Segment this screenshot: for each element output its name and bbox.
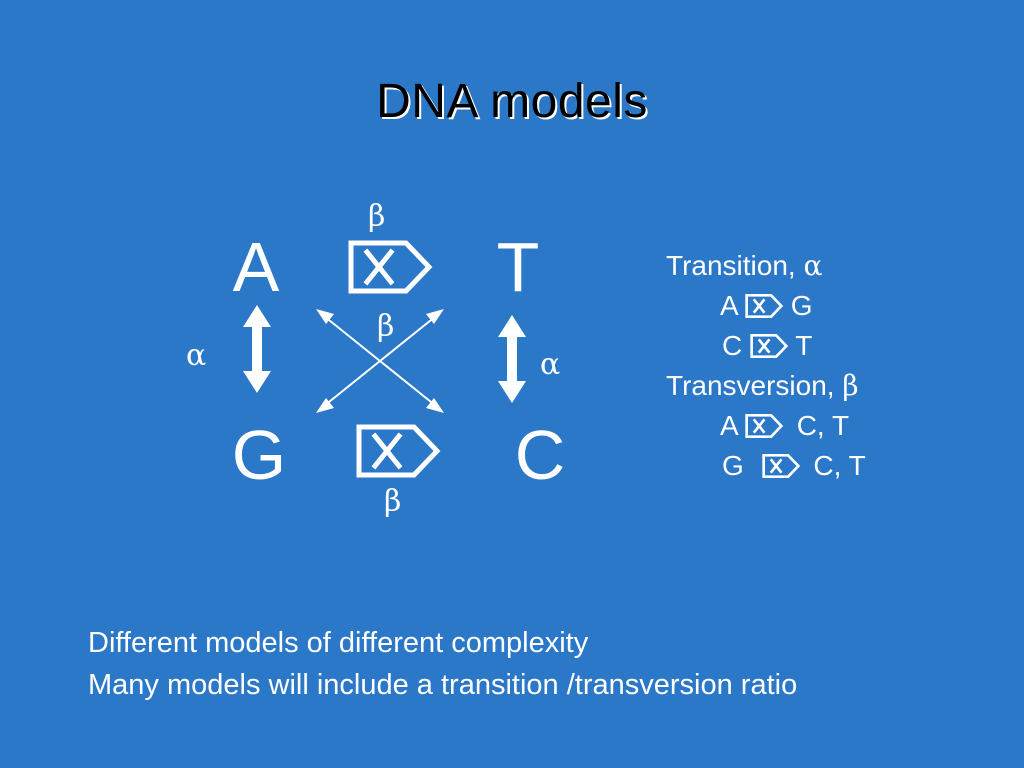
transversion-row: A C, T [666,406,1006,446]
transition-row: C T [666,326,1006,366]
bottom-line-2: Many models will include a transition /t… [88,669,798,701]
transition-row: A G [666,286,1006,326]
slide-title: DNA models [376,75,648,128]
transition-label: Transition, [666,250,796,281]
cross-arrows-icon [316,309,444,413]
transition-heading: Transition, α [666,246,1006,286]
double-arrow-icon [498,315,526,403]
row-to: G [790,290,813,321]
substitution-symbol-icon [356,424,441,478]
row-to: T [795,330,813,361]
alpha-label-left: α [186,338,207,373]
row-from: A [720,290,738,321]
nucleotide-t: T [496,228,540,306]
transversion-row: G C, T [666,446,1006,486]
row-from: G [722,450,744,481]
bottom-line-1: Different models of different complexity [88,627,589,659]
nucleotide-c: C [514,416,566,494]
substitution-symbol-icon [761,454,800,478]
substitution-symbol-icon [750,334,789,358]
beta-label-center: β [377,309,395,344]
alpha-label-right: α [540,347,561,382]
beta-label-top: β [368,199,386,234]
transversion-label: Transversion, [666,370,835,401]
double-arrow-icon [243,305,271,393]
nucleotide-g: G [231,416,287,494]
substitution-symbol-icon [348,240,433,294]
row-from: C [722,330,743,361]
legend: Transition, α A G C T Transversion, β A … [666,246,1006,486]
row-from: A [720,410,738,441]
beta-symbol: β [842,369,859,402]
row-to: C, T [796,410,850,441]
beta-label-bottom: β [384,484,402,519]
transversion-heading: Transversion, β [666,366,1006,406]
substitution-symbol-icon [745,414,784,438]
row-to: C, T [813,450,866,481]
alpha-symbol: α [803,249,823,282]
nucleotide-a: A [232,228,280,306]
substitution-symbol-icon [745,294,784,318]
